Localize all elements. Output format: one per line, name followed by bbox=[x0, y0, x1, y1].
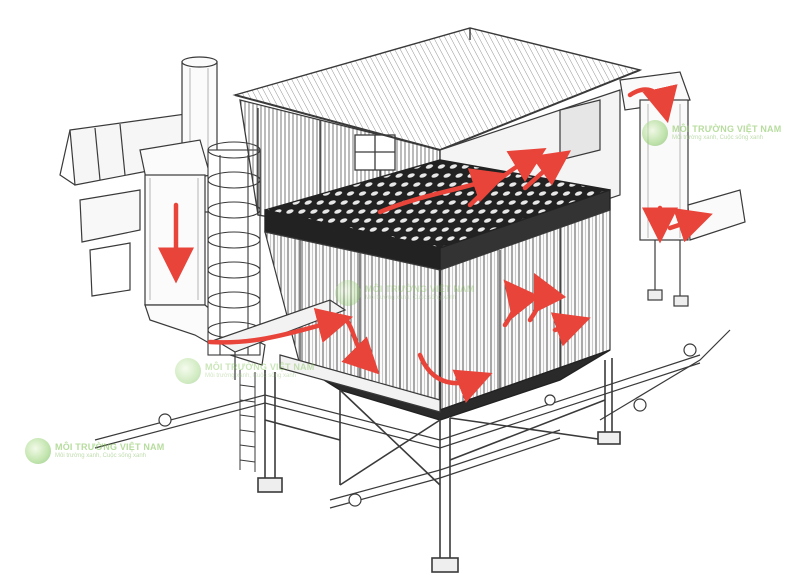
ground-ladder bbox=[239, 370, 256, 472]
arrow-plenum-1 bbox=[377, 168, 508, 215]
ground-piping bbox=[94, 329, 731, 509]
arrow-up-bags-1 bbox=[502, 279, 541, 328]
arrow-up-bags-2 bbox=[527, 272, 567, 323]
arrow-outlet-top bbox=[627, 84, 678, 124]
support-legs bbox=[257, 358, 621, 573]
spiral-stair-cage bbox=[207, 141, 261, 356]
left-inlet-duct bbox=[59, 111, 206, 297]
right-outlet-duct bbox=[619, 71, 746, 307]
roof bbox=[232, 27, 643, 151]
arrow-outlet-exit bbox=[667, 208, 713, 243]
arrow-plenum-3 bbox=[522, 150, 572, 191]
arrow-bag-side bbox=[550, 312, 591, 347]
airflow-arrows bbox=[158, 84, 713, 404]
arrow-into-hopper-1 bbox=[341, 315, 380, 375]
arrow-inlet-duct bbox=[207, 307, 354, 345]
arrow-plenum-2 bbox=[467, 148, 547, 208]
arrow-into-hopper-2 bbox=[417, 352, 493, 404]
